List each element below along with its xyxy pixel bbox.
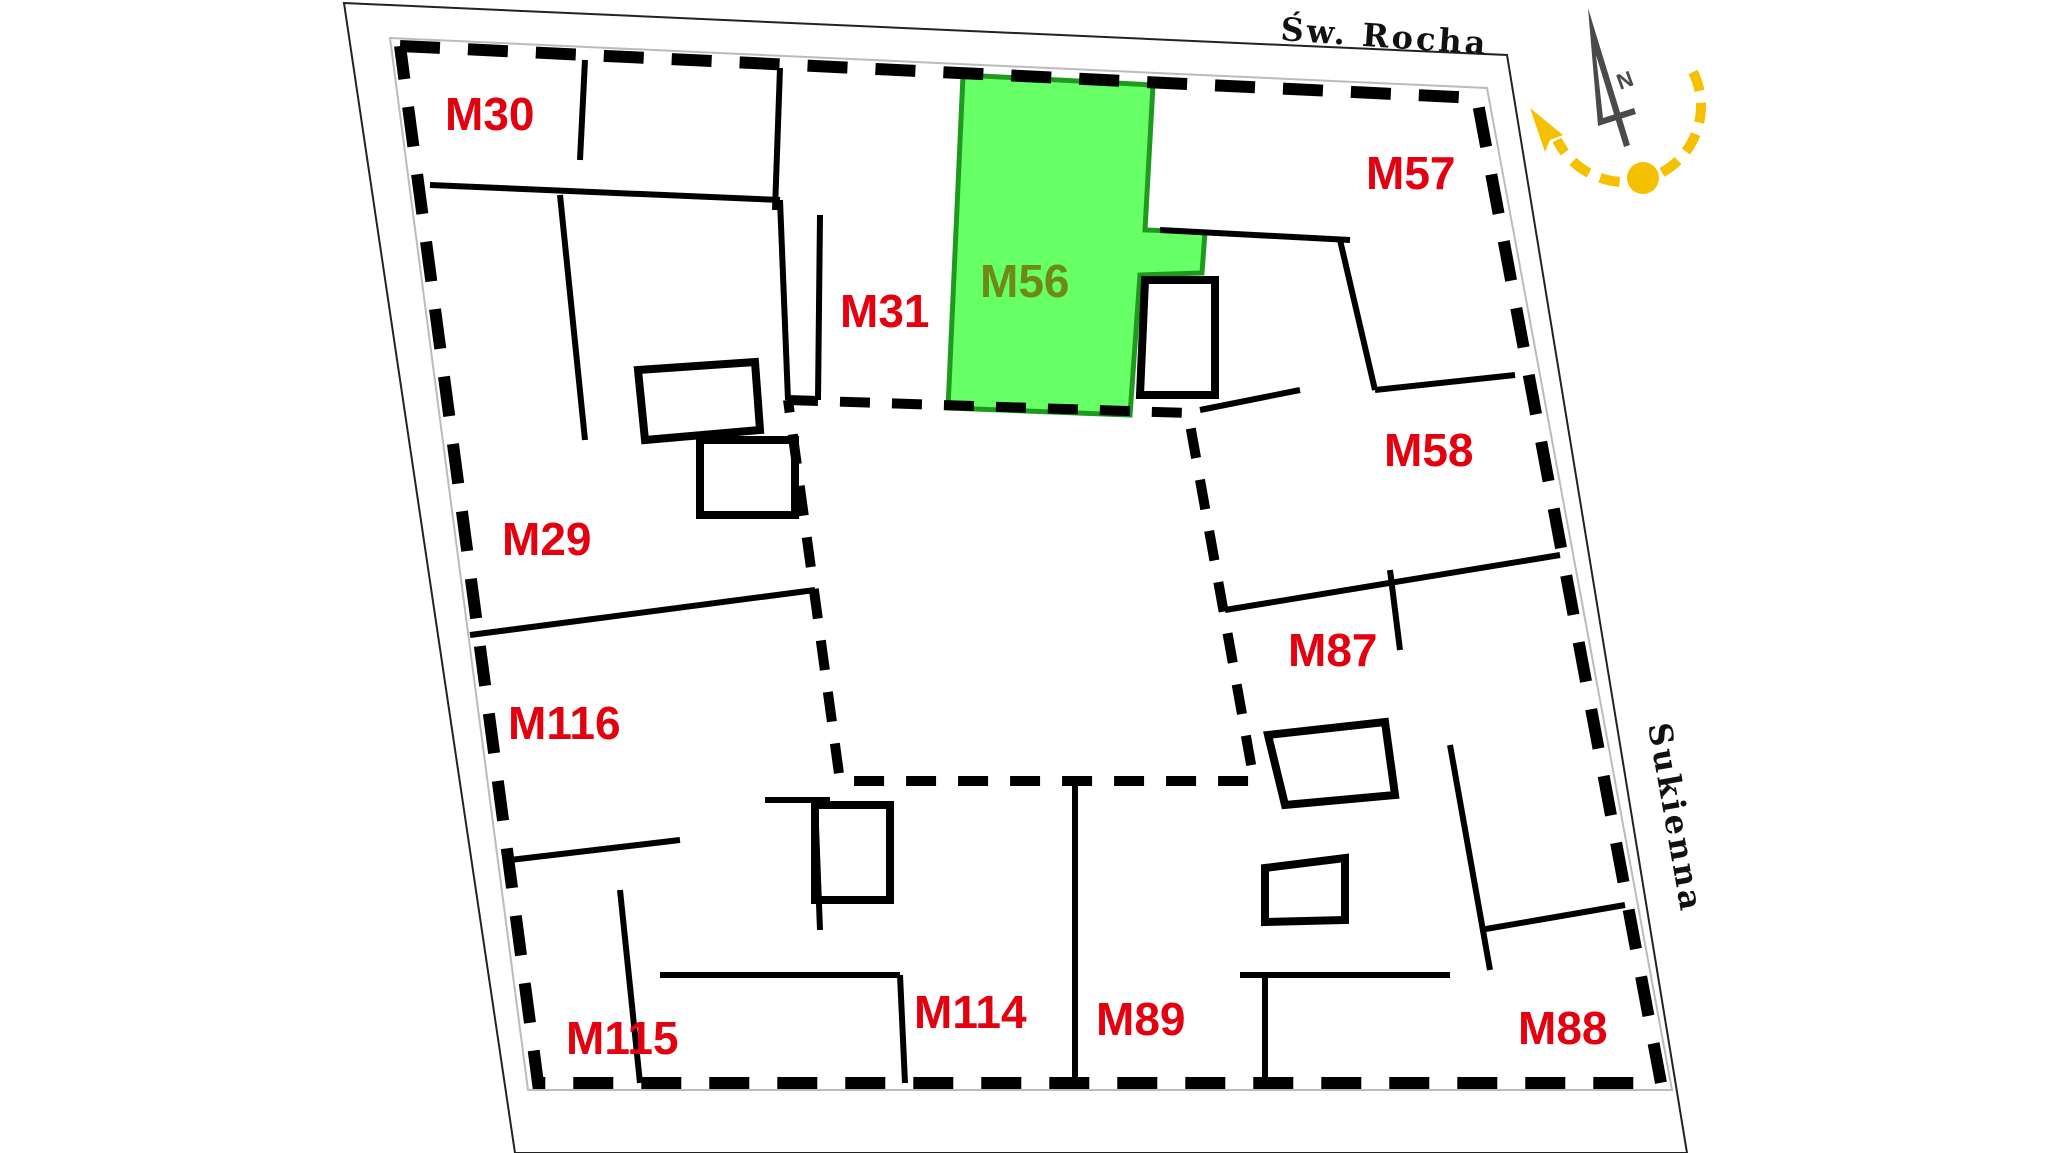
unit-label-m31[interactable]: M31 xyxy=(840,285,929,337)
building-outer-line xyxy=(388,36,1674,1091)
unit-label-m57[interactable]: M57 xyxy=(1366,147,1455,199)
unit-label-m56[interactable]: M56 xyxy=(980,255,1069,307)
unit-m31[interactable] xyxy=(780,64,963,408)
unit-label-m30[interactable]: M30 xyxy=(445,88,534,140)
unit-label-m114[interactable]: M114 xyxy=(914,986,1027,1038)
unit-label-m58[interactable]: M58 xyxy=(1384,424,1473,476)
unit-label-m116[interactable]: M116 xyxy=(508,697,621,749)
plot-boundary xyxy=(342,1,1689,1153)
unit-label-m29[interactable]: M29 xyxy=(502,513,591,565)
unit-labels: M30 M31 M56 M57 M58 M29 M87 M116 M114 M8… xyxy=(445,88,1607,1064)
exterior-walls xyxy=(394,40,1669,1089)
street-name-north: Św. Rocha xyxy=(1279,10,1489,62)
compass: N xyxy=(1530,8,1707,194)
north-arrow-icon xyxy=(1588,8,1636,147)
unit-label-m115[interactable]: M115 xyxy=(566,1012,679,1064)
compass-north-label: N xyxy=(1613,66,1636,95)
unit-label-m88[interactable]: M88 xyxy=(1518,1002,1607,1054)
street-name-east: Sukienna xyxy=(1640,720,1711,916)
stair-cores xyxy=(633,276,1400,927)
rotate-view-icon[interactable] xyxy=(1530,69,1707,194)
unit-label-m89[interactable]: M89 xyxy=(1096,993,1185,1045)
unit-m57[interactable] xyxy=(1153,85,1515,390)
unit-label-m87[interactable]: M87 xyxy=(1288,624,1377,676)
